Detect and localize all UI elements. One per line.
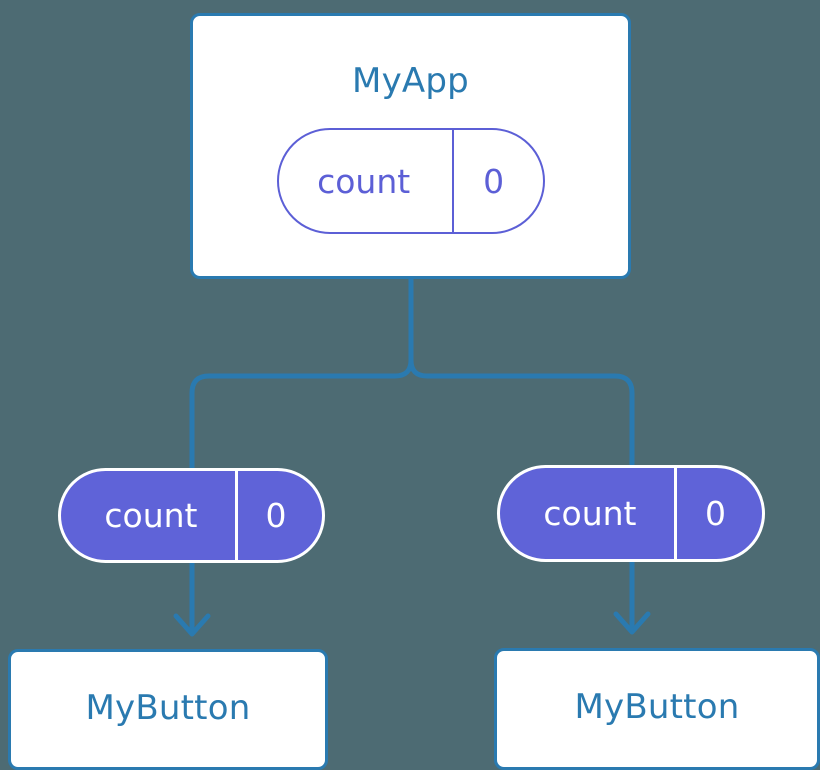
- props-pill-value: 0: [673, 468, 762, 559]
- component-title-mybutton: MyButton: [574, 687, 740, 727]
- component-node-mybutton-left[interactable]: MyButton: [8, 649, 328, 770]
- state-pill-key: count: [317, 161, 411, 201]
- component-title-mybutton: MyButton: [85, 687, 251, 728]
- state-pill-myapp-count[interactable]: count 0: [277, 128, 545, 234]
- props-pill-left-count[interactable]: count 0: [58, 468, 325, 563]
- arrowhead-left: [173, 613, 211, 637]
- state-pill-value: 0: [452, 130, 543, 232]
- component-title-myapp: MyApp: [352, 61, 469, 101]
- edge-fork-right: [408, 359, 635, 468]
- props-pill-key: count: [543, 494, 637, 533]
- props-pill-key: count: [104, 496, 198, 535]
- component-node-mybutton-right[interactable]: MyButton: [494, 648, 820, 770]
- props-pill-value: 0: [234, 471, 322, 560]
- props-pill-right-count[interactable]: count 0: [497, 465, 765, 562]
- edge-fork-left: [189, 359, 414, 470]
- arrowhead-right: [613, 611, 651, 635]
